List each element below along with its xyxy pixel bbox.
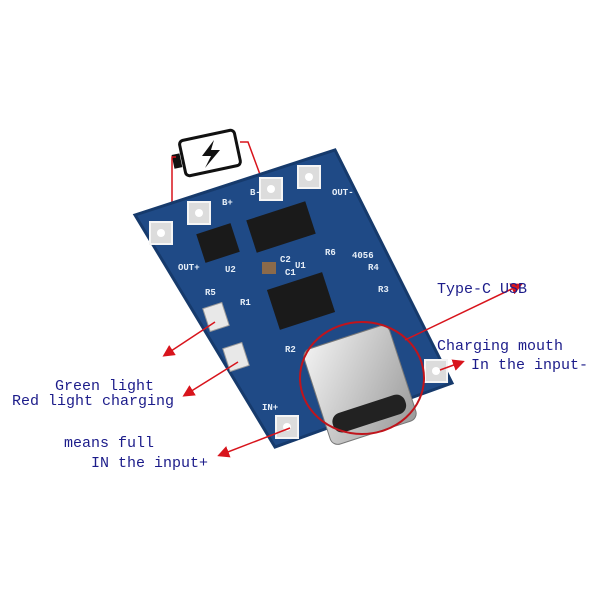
silk-c2: C2 <box>280 255 291 265</box>
arrow-type-c <box>404 283 523 341</box>
silk-r4: R4 <box>368 263 379 273</box>
silk-r5: R5 <box>205 288 216 298</box>
red-led <box>222 341 250 373</box>
pad-holes <box>157 173 440 431</box>
label-green-light: Green light means full <box>55 339 154 472</box>
label-in-plus: IN the input+ <box>91 455 209 472</box>
battery-icon <box>171 128 242 178</box>
arrow-red-light <box>182 361 239 397</box>
label-green-line2: means full <box>64 435 155 452</box>
battery-wire-minus <box>240 141 266 189</box>
label-red-light: Red light charging <box>12 393 175 410</box>
silk-b-minus: B- <box>250 188 261 198</box>
silk-r6: R6 <box>325 248 336 258</box>
silk-r1: R1 <box>240 298 251 308</box>
annotation-arrows <box>162 283 523 458</box>
silk-out-plus: OUT+ <box>178 263 200 273</box>
label-type-c: Type-C USB Charging mouth <box>437 242 563 375</box>
solder-pads <box>149 165 448 439</box>
usb-highlight-circle <box>299 321 425 435</box>
arrow-green-light <box>162 321 216 357</box>
silk-4056: 4056 <box>352 251 374 261</box>
silk-r3: R3 <box>378 285 389 295</box>
label-green-line1: Green light <box>55 378 155 395</box>
chip-u1 <box>266 272 336 330</box>
silk-u1: U1 <box>295 261 306 271</box>
silk-r2: R2 <box>285 345 296 355</box>
silk-c1: C1 <box>285 268 296 278</box>
green-led <box>202 301 230 333</box>
silk-out-minus: OUT- <box>332 188 354 198</box>
chip-u2 <box>196 223 240 263</box>
chip-mosfet <box>246 201 316 253</box>
arrow-in-plus <box>217 427 291 458</box>
label-type-c-line2: Charging mouth <box>437 338 564 355</box>
label-type-c-line1: Type-C USB <box>437 281 528 298</box>
capacitor-c1 <box>262 262 276 274</box>
usb-c-connector <box>303 325 417 445</box>
silk-in-plus: IN+ <box>262 403 278 413</box>
silk-b-plus: B+ <box>222 198 233 208</box>
label-in-minus: In the input- <box>471 357 589 374</box>
arrow-in-minus <box>439 359 465 371</box>
silk-u2: U2 <box>225 265 236 275</box>
